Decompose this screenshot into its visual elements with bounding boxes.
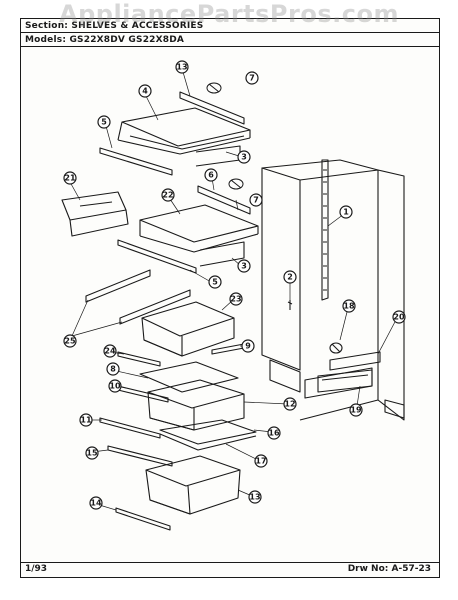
svg-text:8: 8	[110, 365, 116, 374]
callout-16: 16	[267, 426, 281, 440]
callout-1: 1	[339, 205, 353, 219]
callout-9-right: 9	[241, 339, 255, 353]
revision-date: 1/93	[25, 564, 48, 574]
shelf-support-middle	[199, 241, 245, 267]
drawer-glide-mid	[117, 385, 169, 403]
svg-text:13: 13	[249, 493, 260, 502]
shelf-stop-parts	[206, 82, 244, 190]
svg-text:15: 15	[86, 449, 98, 458]
models-title: Models: GS22X8DV GS22X8DA	[21, 33, 439, 47]
callout-13: 13	[248, 490, 262, 504]
shelf-glass-middle	[139, 204, 259, 253]
damper-control	[329, 342, 343, 354]
svg-text:14: 14	[90, 499, 102, 508]
shelf-trim-front-top	[99, 147, 173, 176]
callout-17: 17	[254, 454, 268, 468]
section-title: Section: SHELVES & ACCESSORIES	[21, 19, 439, 33]
drawer-glide-bottom-left	[107, 445, 173, 467]
svg-text:13: 13	[176, 63, 187, 72]
drawer-glide-left	[117, 351, 161, 367]
svg-text:2: 2	[287, 273, 293, 282]
callout-22: 22	[161, 188, 175, 202]
svg-text:3: 3	[241, 262, 247, 271]
crisper-trim-lower	[119, 289, 191, 325]
callout-12: 12	[283, 397, 297, 411]
svg-text:20: 20	[393, 313, 405, 322]
svg-text:16: 16	[268, 429, 280, 438]
screw	[287, 300, 293, 310]
drawer-glide-bottom	[115, 507, 171, 531]
callout-5-mid: 5	[208, 275, 222, 289]
callout-24: 24	[103, 344, 117, 358]
callout-3-mid: 3	[237, 259, 251, 273]
callout-11: 11	[79, 413, 93, 427]
diagram-footer: 1/93 Drw No: A-57-23	[21, 562, 439, 577]
svg-text:24: 24	[104, 347, 116, 356]
shelf-trim-front-middle	[117, 239, 197, 274]
svg-text:10: 10	[109, 382, 121, 391]
drawer-glide-lower-left	[99, 417, 161, 439]
callout-19: 19	[349, 403, 363, 417]
svg-text:7: 7	[249, 74, 255, 83]
svg-text:4: 4	[142, 87, 148, 96]
callout-21: 21	[63, 171, 77, 185]
callout-3-top: 3	[237, 150, 251, 164]
svg-text:5: 5	[212, 278, 218, 287]
svg-text:3: 3	[241, 153, 247, 162]
callout-15: 15	[85, 446, 99, 460]
parts-diagram-sheet: Section: SHELVES & ACCESSORIES Models: G…	[20, 18, 440, 578]
callout-25: 25	[63, 334, 77, 348]
cabinet-liner	[261, 159, 405, 421]
crisper-bracket	[317, 369, 373, 393]
light-housing	[329, 351, 381, 371]
svg-text:9: 9	[245, 342, 251, 351]
callout-2: 2	[283, 270, 297, 284]
shelf-rail	[321, 159, 329, 301]
callout-labels: 13 7 4 5 3 6 21 22 7 1 3 2 5 23 18 20 25…	[63, 60, 406, 510]
svg-text:12: 12	[284, 400, 295, 409]
callout-8: 8	[106, 362, 120, 376]
crisper-trim-upper	[85, 269, 151, 303]
svg-text:1: 1	[343, 208, 349, 217]
bottom-drawer	[145, 455, 241, 515]
shelf-trim-rear-top	[179, 91, 245, 125]
crisper-pan-upper	[141, 301, 235, 357]
shelf-bracket	[61, 191, 129, 237]
callout-6-mid: 6	[204, 168, 218, 182]
drawer-glide-right	[211, 343, 245, 355]
svg-text:18: 18	[343, 302, 355, 311]
svg-text:19: 19	[350, 406, 362, 415]
callout-10: 10	[108, 379, 122, 393]
callout-4: 4	[138, 84, 152, 98]
svg-text:25: 25	[64, 337, 76, 346]
drawer-tray-edge	[159, 433, 257, 451]
callout-23: 23	[229, 292, 243, 306]
svg-text:21: 21	[64, 174, 76, 183]
svg-text:6: 6	[208, 171, 214, 180]
callout-18: 18	[342, 299, 356, 313]
svg-text:23: 23	[230, 295, 241, 304]
drawing-number: Drw No: A-57-23	[347, 564, 431, 574]
drawer-tray	[159, 419, 257, 445]
shelf-glass-top	[117, 107, 251, 155]
svg-text:5: 5	[101, 118, 107, 127]
callout-6-top: 13	[175, 60, 189, 74]
crisper-drawer	[147, 379, 245, 431]
svg-text:7: 7	[253, 196, 259, 205]
svg-text:11: 11	[80, 416, 92, 425]
callout-14: 14	[89, 496, 103, 510]
callout-5-top: 5	[97, 115, 111, 129]
callout-7-mid: 7	[249, 193, 263, 207]
callout-20: 20	[392, 310, 406, 324]
callout-7-top: 7	[245, 71, 259, 85]
svg-text:17: 17	[255, 457, 266, 466]
svg-text:22: 22	[162, 191, 173, 200]
crisper-cover-glass	[139, 361, 239, 393]
shelf-trim-rear-middle	[197, 185, 251, 215]
